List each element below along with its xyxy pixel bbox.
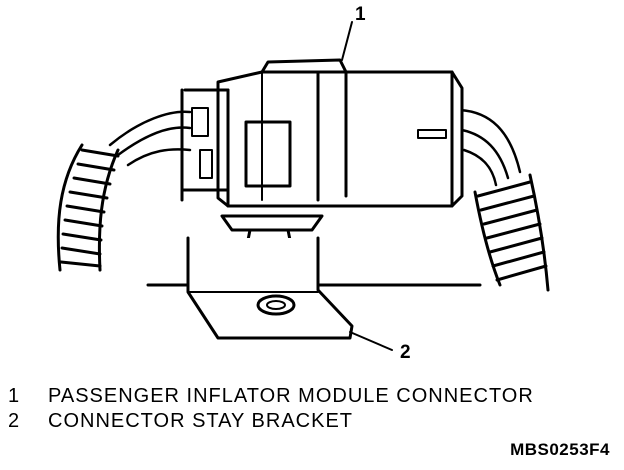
leader-line-2 — [349, 331, 393, 351]
legend-item: 1 PASSENGER INFLATOR MODULE CONNECTOR — [8, 384, 608, 409]
left-harness — [56, 110, 192, 272]
callout-number-2: 2 — [400, 342, 411, 363]
callout-number-1: 1 — [355, 4, 366, 25]
right-harness — [458, 108, 550, 292]
legend-number: 2 — [8, 410, 21, 432]
legend-number: 1 — [8, 385, 21, 407]
legend-item: 2 CONNECTOR STAY BRACKET — [8, 409, 608, 434]
figure-code: MBS0253F4 — [510, 440, 610, 459]
connector-stay-bracket — [186, 236, 354, 340]
passenger-inflator-module-connector — [180, 58, 464, 208]
legend-label: PASSENGER INFLATOR MODULE CONNECTOR — [48, 385, 534, 407]
legend-label: CONNECTOR STAY BRACKET — [48, 410, 354, 432]
leader-line-1 — [341, 21, 353, 61]
legend: 1 PASSENGER INFLATOR MODULE CONNECTOR 2 … — [8, 384, 608, 434]
